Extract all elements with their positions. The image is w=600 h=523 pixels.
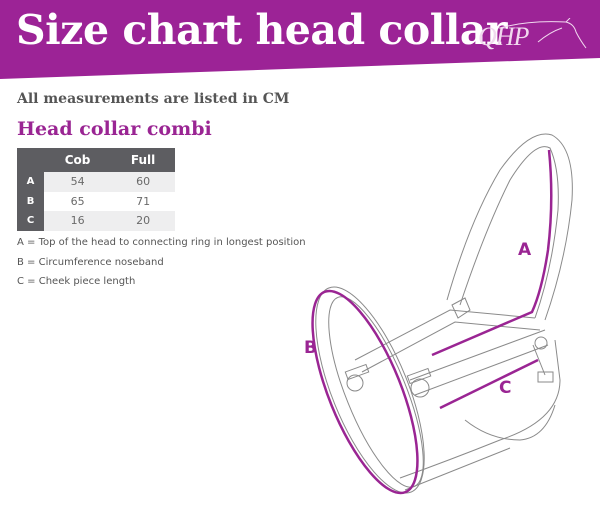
legend-item-a: A = Top of the head to connecting ring i… [17, 237, 306, 248]
diagram-label-a: A [518, 240, 532, 260]
cell-cob: 16 [44, 211, 112, 231]
table-row: B 65 71 [17, 191, 175, 211]
head-collar-diagram: A B C [290, 130, 600, 523]
header-banner: Size chart head collar QHP [0, 0, 600, 82]
section-title: Head collar combi [17, 118, 212, 140]
table-header-cob: Cob [44, 148, 112, 172]
horse-head-icon [499, 18, 587, 49]
legend-item-b: B = Circumference noseband [17, 256, 164, 268]
legend-item-c: C = Cheek piece length [17, 276, 136, 287]
cell-cob: 54 [44, 172, 112, 192]
banner-background [0, 0, 600, 79]
cell-cob: 65 [44, 191, 112, 211]
cell-full: 71 [111, 191, 175, 211]
row-label: C [17, 211, 44, 231]
row-label: B [17, 191, 44, 211]
table-row: C 16 20 [17, 211, 175, 231]
size-table: Cob Full A 54 60 B 65 71 C 16 20 [17, 148, 175, 231]
table-header-row: Cob Full [17, 148, 175, 172]
qhp-logo: QHP [478, 18, 588, 56]
head-collar-illustration [311, 133, 573, 495]
table-header-corner [17, 148, 44, 172]
table-row: A 54 60 [17, 172, 175, 192]
cell-full: 60 [111, 172, 175, 192]
table-header-full: Full [111, 148, 175, 172]
cell-full: 20 [111, 211, 175, 231]
page-title: Size chart head collar [16, 6, 508, 54]
row-label: A [17, 172, 44, 192]
measurement-legend: A = Top of the head to connecting ring i… [17, 236, 306, 295]
units-note: All measurements are listed in CM [17, 91, 290, 107]
diagram-label-c: C [499, 378, 512, 398]
diagram-label-b: B [304, 338, 317, 358]
